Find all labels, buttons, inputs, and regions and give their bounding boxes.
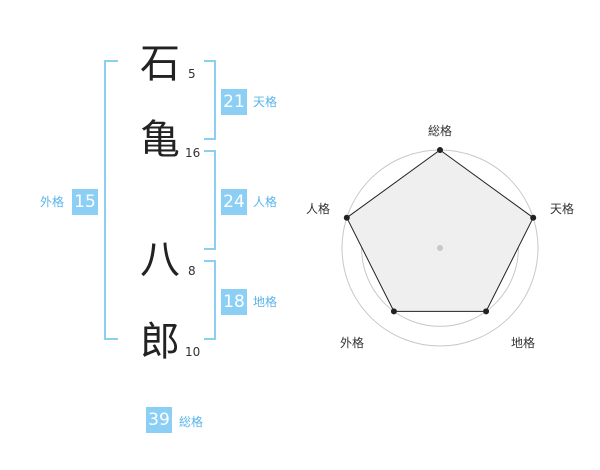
chikaku-bracket [204, 260, 216, 340]
jinkaku-value: 24 [221, 189, 247, 215]
radar-label-tenkaku: 天格 [550, 202, 575, 216]
tenkaku-label: 天格 [253, 95, 278, 109]
radar-label-jinkaku: 人格 [306, 202, 331, 216]
radar-data-polygon [346, 149, 534, 312]
name-char-4: 郎 [140, 319, 180, 365]
radar-center [437, 245, 443, 251]
chikaku-value: 18 [221, 289, 247, 315]
gaikaku-label: 外格 [40, 195, 65, 209]
radar-label-gaikaku: 外格 [340, 336, 365, 350]
gaikaku-bracket [104, 60, 118, 340]
radar-point [437, 147, 443, 153]
soukaku-value: 39 [146, 407, 172, 433]
gaikaku-value: 15 [72, 189, 98, 215]
soukaku-label: 総格 [179, 415, 204, 429]
radar-point [483, 308, 490, 315]
radar-label-chikaku: 地格 [511, 336, 536, 350]
name-char-3: 八 [140, 237, 180, 283]
tenkaku-bracket [204, 60, 216, 140]
stroke-count-2: 16 [185, 146, 201, 160]
radar-point [343, 214, 350, 221]
stroke-count-3: 8 [188, 264, 196, 278]
stroke-count-4: 10 [185, 345, 201, 359]
name-char-2: 亀 [140, 117, 180, 163]
stroke-count-1: 5 [188, 67, 196, 81]
jinkaku-bracket [204, 150, 216, 250]
radar-label-soukaku: 総格 [428, 124, 453, 138]
radar-point [390, 308, 397, 315]
tenkaku-value: 21 [221, 89, 247, 115]
jinkaku-label: 人格 [253, 195, 278, 209]
radar-point [530, 214, 537, 221]
name-char-1: 石 [140, 41, 180, 87]
chikaku-label: 地格 [253, 295, 278, 309]
